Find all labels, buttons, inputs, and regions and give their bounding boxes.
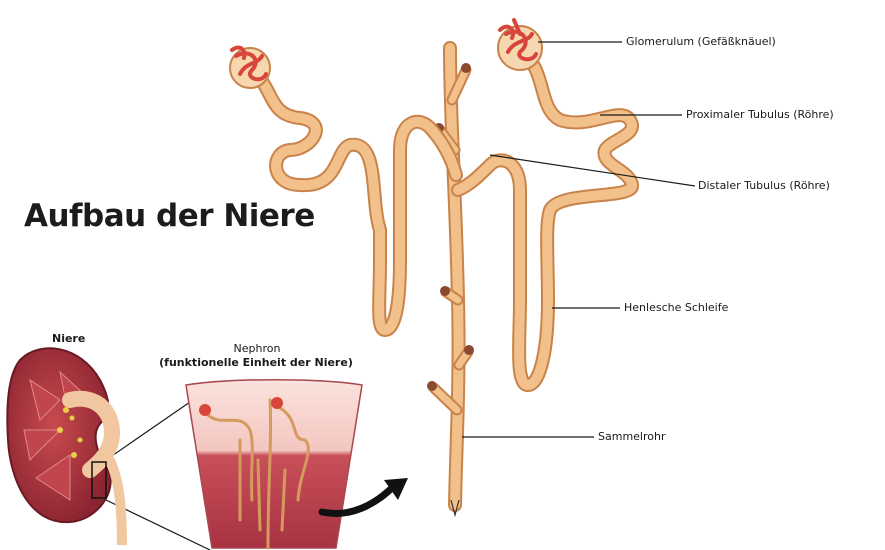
diagram-title: Aufbau der Niere: [24, 198, 315, 234]
nephron-pyramid: [186, 380, 362, 548]
glomerulus-left: [230, 48, 270, 88]
label-glomerulum: Glomerulum (Gefäßknäuel): [626, 35, 776, 48]
label-sammelrohr: Sammelrohr: [598, 430, 665, 443]
kidney-illustration: [7, 348, 122, 545]
glomerulus-right: [498, 20, 542, 70]
nephron-left: [230, 48, 456, 330]
label-henlesche-schleife: Henlesche Schleife: [624, 301, 728, 314]
label-distal-tubulus: Distaler Tubulus (Röhre): [698, 179, 830, 192]
label-proximal-tubulus: Proximaler Tubulus (Röhre): [686, 108, 834, 121]
label-nephron: Nephron: [146, 342, 368, 355]
label-niere: Niere: [52, 332, 85, 345]
label-nephron-subtitle: (funktionelle Einheit der Niere): [136, 356, 376, 369]
nephron-right: [458, 20, 632, 385]
collecting-duct: [427, 48, 474, 515]
